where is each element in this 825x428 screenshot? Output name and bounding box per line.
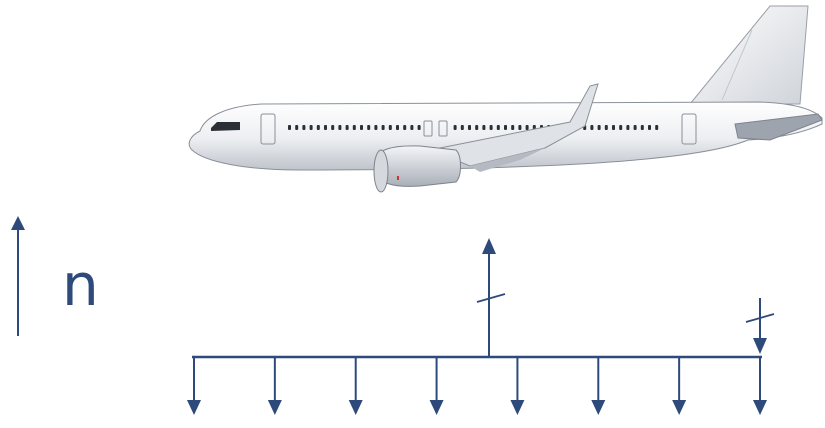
window <box>482 125 486 130</box>
window <box>489 125 493 130</box>
down-arrow-icon <box>591 358 606 415</box>
window <box>453 125 457 130</box>
up-arrow-icon <box>11 216 25 336</box>
down-arrow-icon <box>348 358 363 415</box>
window <box>640 125 644 130</box>
window <box>590 125 594 130</box>
down-arrow-icon <box>187 358 201 415</box>
window <box>604 125 608 130</box>
down-arrow-icon <box>753 358 767 415</box>
window <box>626 125 630 130</box>
window <box>396 125 399 130</box>
up-arrow-icon <box>476 238 506 357</box>
load-factor-label: n <box>62 251 99 319</box>
down-arrow-icon <box>510 358 525 415</box>
down-arrow-icon <box>745 298 775 354</box>
down-arrow-icon <box>429 358 444 415</box>
window <box>597 125 601 130</box>
window <box>403 125 407 130</box>
window <box>331 125 335 130</box>
window <box>381 125 385 130</box>
window <box>525 125 529 130</box>
down-arrow-icon <box>267 358 282 415</box>
window <box>410 125 414 130</box>
window <box>655 125 659 130</box>
window <box>612 125 615 130</box>
distributed-load <box>187 358 767 415</box>
window <box>468 125 471 130</box>
window <box>352 125 356 130</box>
window <box>288 125 291 130</box>
window <box>295 125 299 130</box>
window <box>374 125 378 130</box>
window <box>648 125 651 130</box>
window <box>518 125 522 130</box>
window <box>309 125 313 130</box>
window <box>345 125 349 130</box>
window <box>475 125 479 130</box>
window <box>360 125 363 130</box>
window <box>367 125 371 130</box>
window <box>496 125 500 130</box>
down-arrow-icon <box>672 358 687 415</box>
window <box>338 125 342 130</box>
window <box>619 125 623 130</box>
window <box>417 125 421 130</box>
airplane-icon <box>188 5 823 193</box>
window <box>511 125 515 130</box>
window <box>633 125 637 130</box>
window <box>302 125 306 130</box>
window <box>460 125 464 130</box>
window <box>504 125 507 130</box>
window <box>388 125 392 130</box>
window <box>316 125 320 130</box>
window <box>324 125 327 130</box>
